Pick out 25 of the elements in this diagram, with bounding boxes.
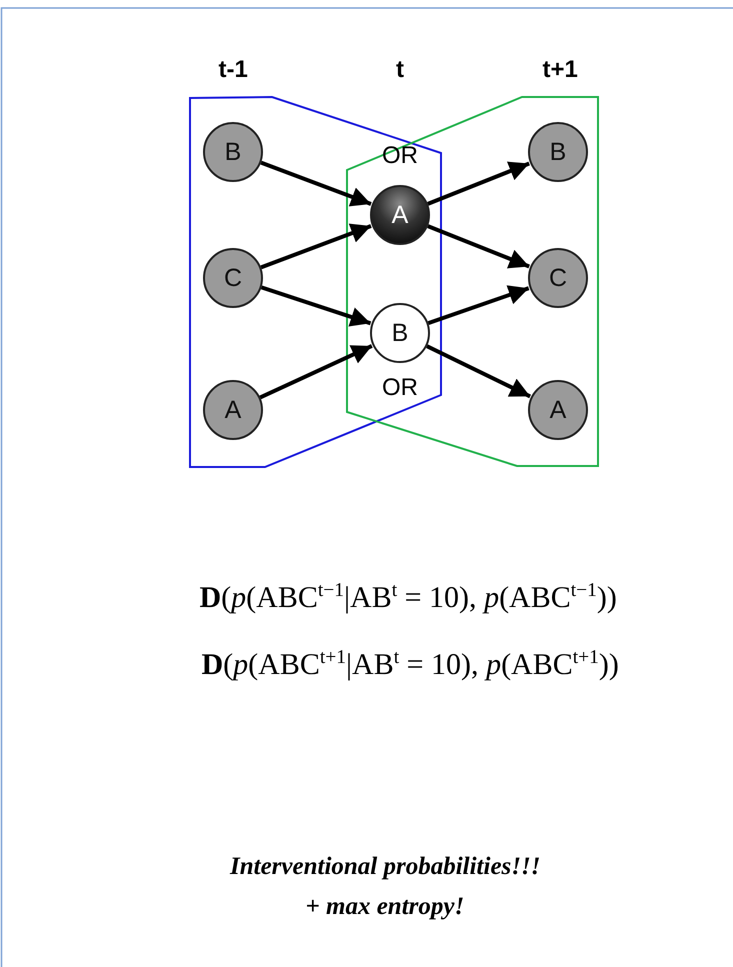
- or-label: OR: [382, 142, 418, 170]
- or-label: OR: [382, 374, 418, 402]
- time-label: t+1: [542, 56, 578, 84]
- state-circle: A: [370, 185, 430, 245]
- arrow: [426, 344, 532, 398]
- time-label: t: [396, 56, 404, 84]
- state-circle: B: [203, 122, 263, 182]
- formula: D(p(ABC$^{t+1}$|AB$^{t}$ = 10), p(ABC$^{t+1}$)): [202, 647, 619, 682]
- state-circle: C: [203, 248, 263, 308]
- arrow: [260, 224, 372, 270]
- state-circle: B: [370, 303, 430, 363]
- arrow: [428, 285, 530, 326]
- state-circle: B: [528, 122, 588, 182]
- arrow: [427, 162, 530, 206]
- note-text: + max entropy!: [306, 893, 464, 921]
- state-circle: C: [528, 248, 588, 308]
- note-text: Interventional probabilities!!!: [230, 853, 540, 881]
- arrow: [260, 285, 372, 327]
- arrow: [427, 224, 530, 268]
- formula: D(p(ABC$^{t−1}$|AB$^{t}$ = 10), p(ABC$^{t−1}$)): [200, 580, 617, 615]
- arrow: [260, 160, 372, 206]
- state-circle: A: [203, 380, 263, 440]
- arrow: [259, 344, 373, 400]
- state-circle: A: [528, 380, 588, 440]
- time-label: t-1: [218, 56, 248, 84]
